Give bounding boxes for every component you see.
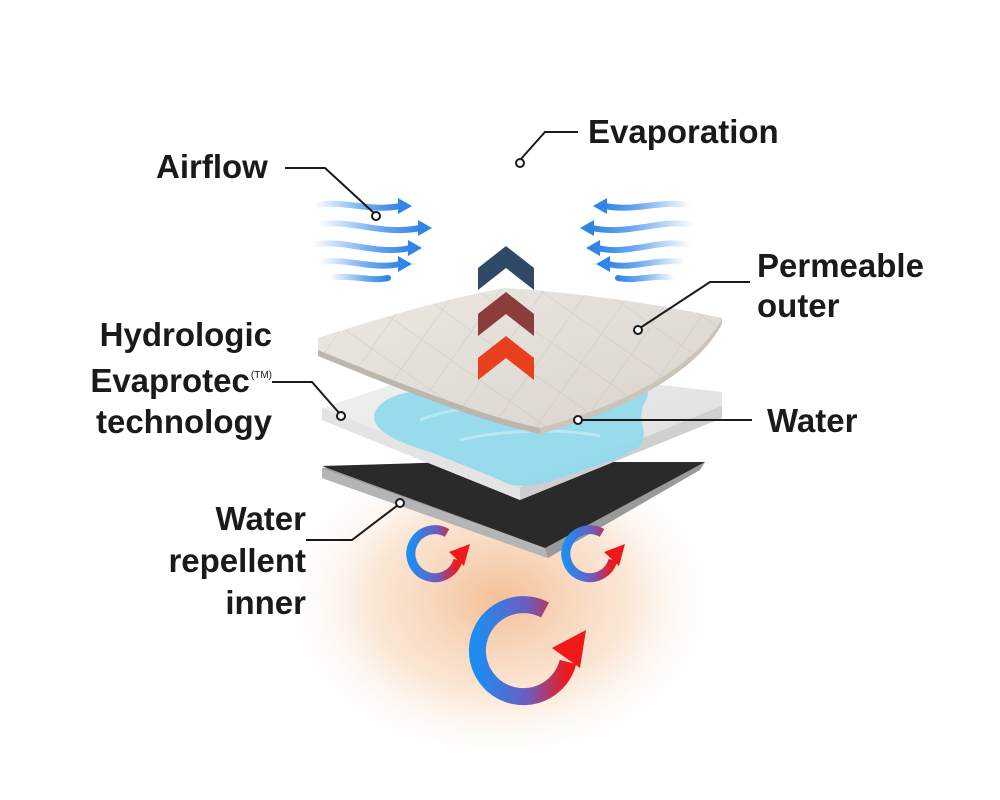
- airflow-arrows-icon: [309, 198, 432, 283]
- upward-chevrons-icon: [478, 246, 534, 380]
- airflow-label: Airflow: [156, 148, 268, 185]
- evaprotec-pointer-dot: [336, 411, 346, 421]
- airflow-arrows-icon: [580, 198, 698, 283]
- hydrologic-evaprotec-label: Hydrologic Evaprotec(TM) technology: [90, 316, 272, 440]
- trademark-mark: (TM): [250, 370, 272, 381]
- water-repellent-inner-layer: [322, 462, 705, 558]
- circulation-cycle-icon: [604, 544, 625, 566]
- circulation-cycle-icon: [449, 544, 470, 566]
- circulation-cycle-icon: [406, 525, 618, 706]
- water-pointer-dot: [573, 415, 583, 425]
- permeable-outer-pointer-dot: [633, 325, 643, 335]
- water-label: Water: [767, 402, 858, 439]
- circulation-cycle-icon: [552, 630, 586, 668]
- leader-lines: [272, 131, 752, 541]
- water-repellent-inner-label: Water repellent inner: [168, 500, 306, 621]
- airflow-pointer-dot: [371, 211, 381, 221]
- evaporation-pointer-dot: [515, 158, 525, 168]
- evaporation-label: Evaporation: [588, 113, 779, 150]
- permeable-outer-label: Permeable outer: [757, 247, 924, 324]
- inner-pointer-dot: [395, 498, 405, 508]
